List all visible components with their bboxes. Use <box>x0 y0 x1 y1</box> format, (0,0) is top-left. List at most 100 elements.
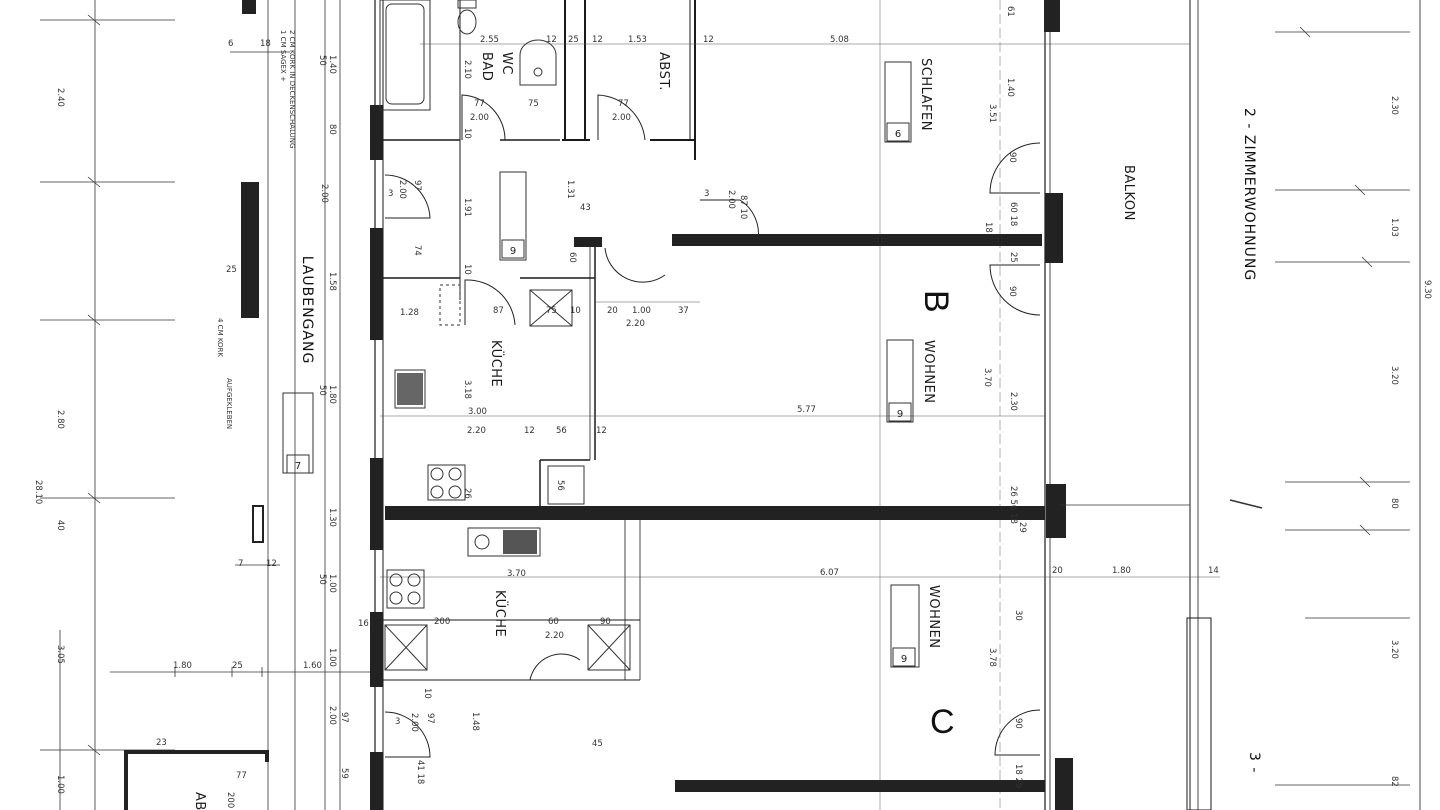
dimension-label: 90 <box>1007 286 1017 297</box>
dimension-label: 18 <box>260 39 271 49</box>
dimension-label: 12 <box>266 559 277 569</box>
dimension-label: 37 <box>678 306 689 316</box>
dimension-label: 1.80 <box>327 385 337 404</box>
sink-basin-c <box>503 530 537 554</box>
dimension-label: 10 <box>462 128 472 139</box>
dimension-label: 25 <box>568 35 579 45</box>
dimension-label: 10 <box>422 688 432 699</box>
dimension-label: 1.00 <box>327 648 337 667</box>
dimension-label: 2.00 <box>327 706 337 725</box>
shafts <box>384 284 631 671</box>
dimension-label: 77 <box>236 771 247 781</box>
left-dimension-strip <box>40 0 370 810</box>
dimension-label: 3 <box>704 189 709 199</box>
dimension-label: 2.80 <box>55 410 65 429</box>
dimension-label: 75 <box>546 306 557 316</box>
dimension-label: 74 <box>412 245 422 256</box>
label-wohnen-c: WOHNEN <box>926 585 941 649</box>
dimension-label: 3.20 <box>1389 366 1399 385</box>
label-ab: AB <box>192 792 207 810</box>
laubengang-tag: 7 <box>295 461 301 472</box>
note-kork-1: 4 CM KORK <box>216 318 224 357</box>
dimension-label: 2.20 <box>467 426 486 436</box>
dimension-label: 2.00 <box>397 180 407 199</box>
dimension-label: 97 <box>412 180 422 191</box>
dimension-label: 2.30 <box>1008 392 1018 411</box>
laubengang-tag-box <box>286 454 310 474</box>
dimension-label: 3.18 <box>462 380 472 399</box>
dimension-label: 14 <box>1208 566 1219 576</box>
label-kueche-c: KÜCHE <box>492 590 509 637</box>
left-piers <box>241 0 264 543</box>
tag-wohnen-b: 9 <box>897 409 903 420</box>
dimension-label: 1.48 <box>470 712 480 731</box>
dimension-label: 12 <box>703 35 714 45</box>
dimension-label: 23 <box>156 738 167 748</box>
dimension-label: 1.28 <box>400 308 419 318</box>
dimension-label: 20 <box>607 306 618 316</box>
dimension-label: 26 56 18 <box>1008 486 1018 524</box>
dimension-label: 80 <box>327 124 337 135</box>
dimension-label: 56 <box>556 426 567 436</box>
dimension-label: 1.00 <box>327 574 337 593</box>
note-sagex-2: 2 CM KORK IN DECKENSCHALUNG <box>288 30 296 148</box>
dimension-label: 26 <box>462 488 472 499</box>
dimension-label: 2.00 <box>319 184 329 203</box>
label-balkon: BALKON <box>1121 165 1136 221</box>
dimension-label: 3.00 <box>468 407 487 417</box>
dimension-label: 1.53 <box>628 35 647 45</box>
dimension-label: 29 <box>1017 522 1027 533</box>
dimension-label: 75 <box>528 99 539 109</box>
laubengang-label: LAUBENGANG <box>299 256 315 365</box>
dimension-label: 25 <box>1008 252 1018 263</box>
bathtub <box>379 0 431 111</box>
unit-b: B <box>917 290 955 313</box>
dimension-label: 200 <box>434 617 450 627</box>
unit-c: C <box>930 703 955 741</box>
dimension-label: 18 29 <box>1013 764 1023 788</box>
dimension-label: 3 <box>395 717 400 727</box>
dimension-label: 2.40 <box>55 88 65 107</box>
dimension-label: 200 <box>225 792 235 808</box>
dimension-label: 1.00 <box>632 306 651 316</box>
dimension-label: 2.55 <box>480 35 499 45</box>
dimension-label: 7 <box>238 559 243 569</box>
dimension-label: 40 <box>55 520 65 531</box>
wall-outline <box>374 0 1421 810</box>
dimension-label: 1.00 <box>55 775 65 794</box>
dimension-label: 82 <box>1389 776 1399 787</box>
note-kork-2: AUFGEKLEBEN <box>225 378 233 429</box>
dimension-label: 25 <box>232 661 243 671</box>
dimension-label: 60 <box>567 252 577 263</box>
dimension-label: 90 <box>1007 152 1017 163</box>
dimension-label: 1.40 <box>327 55 337 74</box>
dimension-label: 2.00 <box>612 113 631 123</box>
dimension-label: 90 <box>1013 718 1023 729</box>
dimension-label: 1.40 <box>1005 78 1015 97</box>
dimension-label: 1.80 <box>173 661 192 671</box>
dimension-label: 90 <box>600 617 611 627</box>
dimension-label: 6 <box>228 39 233 49</box>
dimension-label: 1.60 <box>303 661 322 671</box>
dimension-label: 2.20 <box>545 631 564 641</box>
dimension-label: 3.05 <box>55 645 65 664</box>
dimension-label: 5.08 <box>830 35 849 45</box>
ab-room-fill <box>128 754 265 810</box>
dimension-label: 2.20 <box>626 319 645 329</box>
dimension-label: 3.70 <box>982 368 992 387</box>
label-schlafen: SCHLAFEN <box>918 58 933 131</box>
note-sagex-1: 1 CM SAGEX + <box>279 30 287 82</box>
dimension-label: 45 <box>592 739 603 749</box>
dimension-label: 12 <box>524 426 535 436</box>
dimension-label: 2.30 <box>1389 96 1399 115</box>
dimension-label: 1.80 <box>1112 566 1131 576</box>
dimension-label: 10 <box>462 264 472 275</box>
dimension-label: 80 <box>1389 498 1399 509</box>
dimension-label: 5.77 <box>797 405 816 415</box>
dimension-label: 50 <box>317 385 327 396</box>
dimension-label: 97 <box>425 713 435 724</box>
dimension-label: 12 <box>546 35 557 45</box>
dimension-label: 30 <box>1013 610 1023 621</box>
dimension-label: 1.03 <box>1389 218 1399 237</box>
wc-fixture <box>457 0 557 86</box>
